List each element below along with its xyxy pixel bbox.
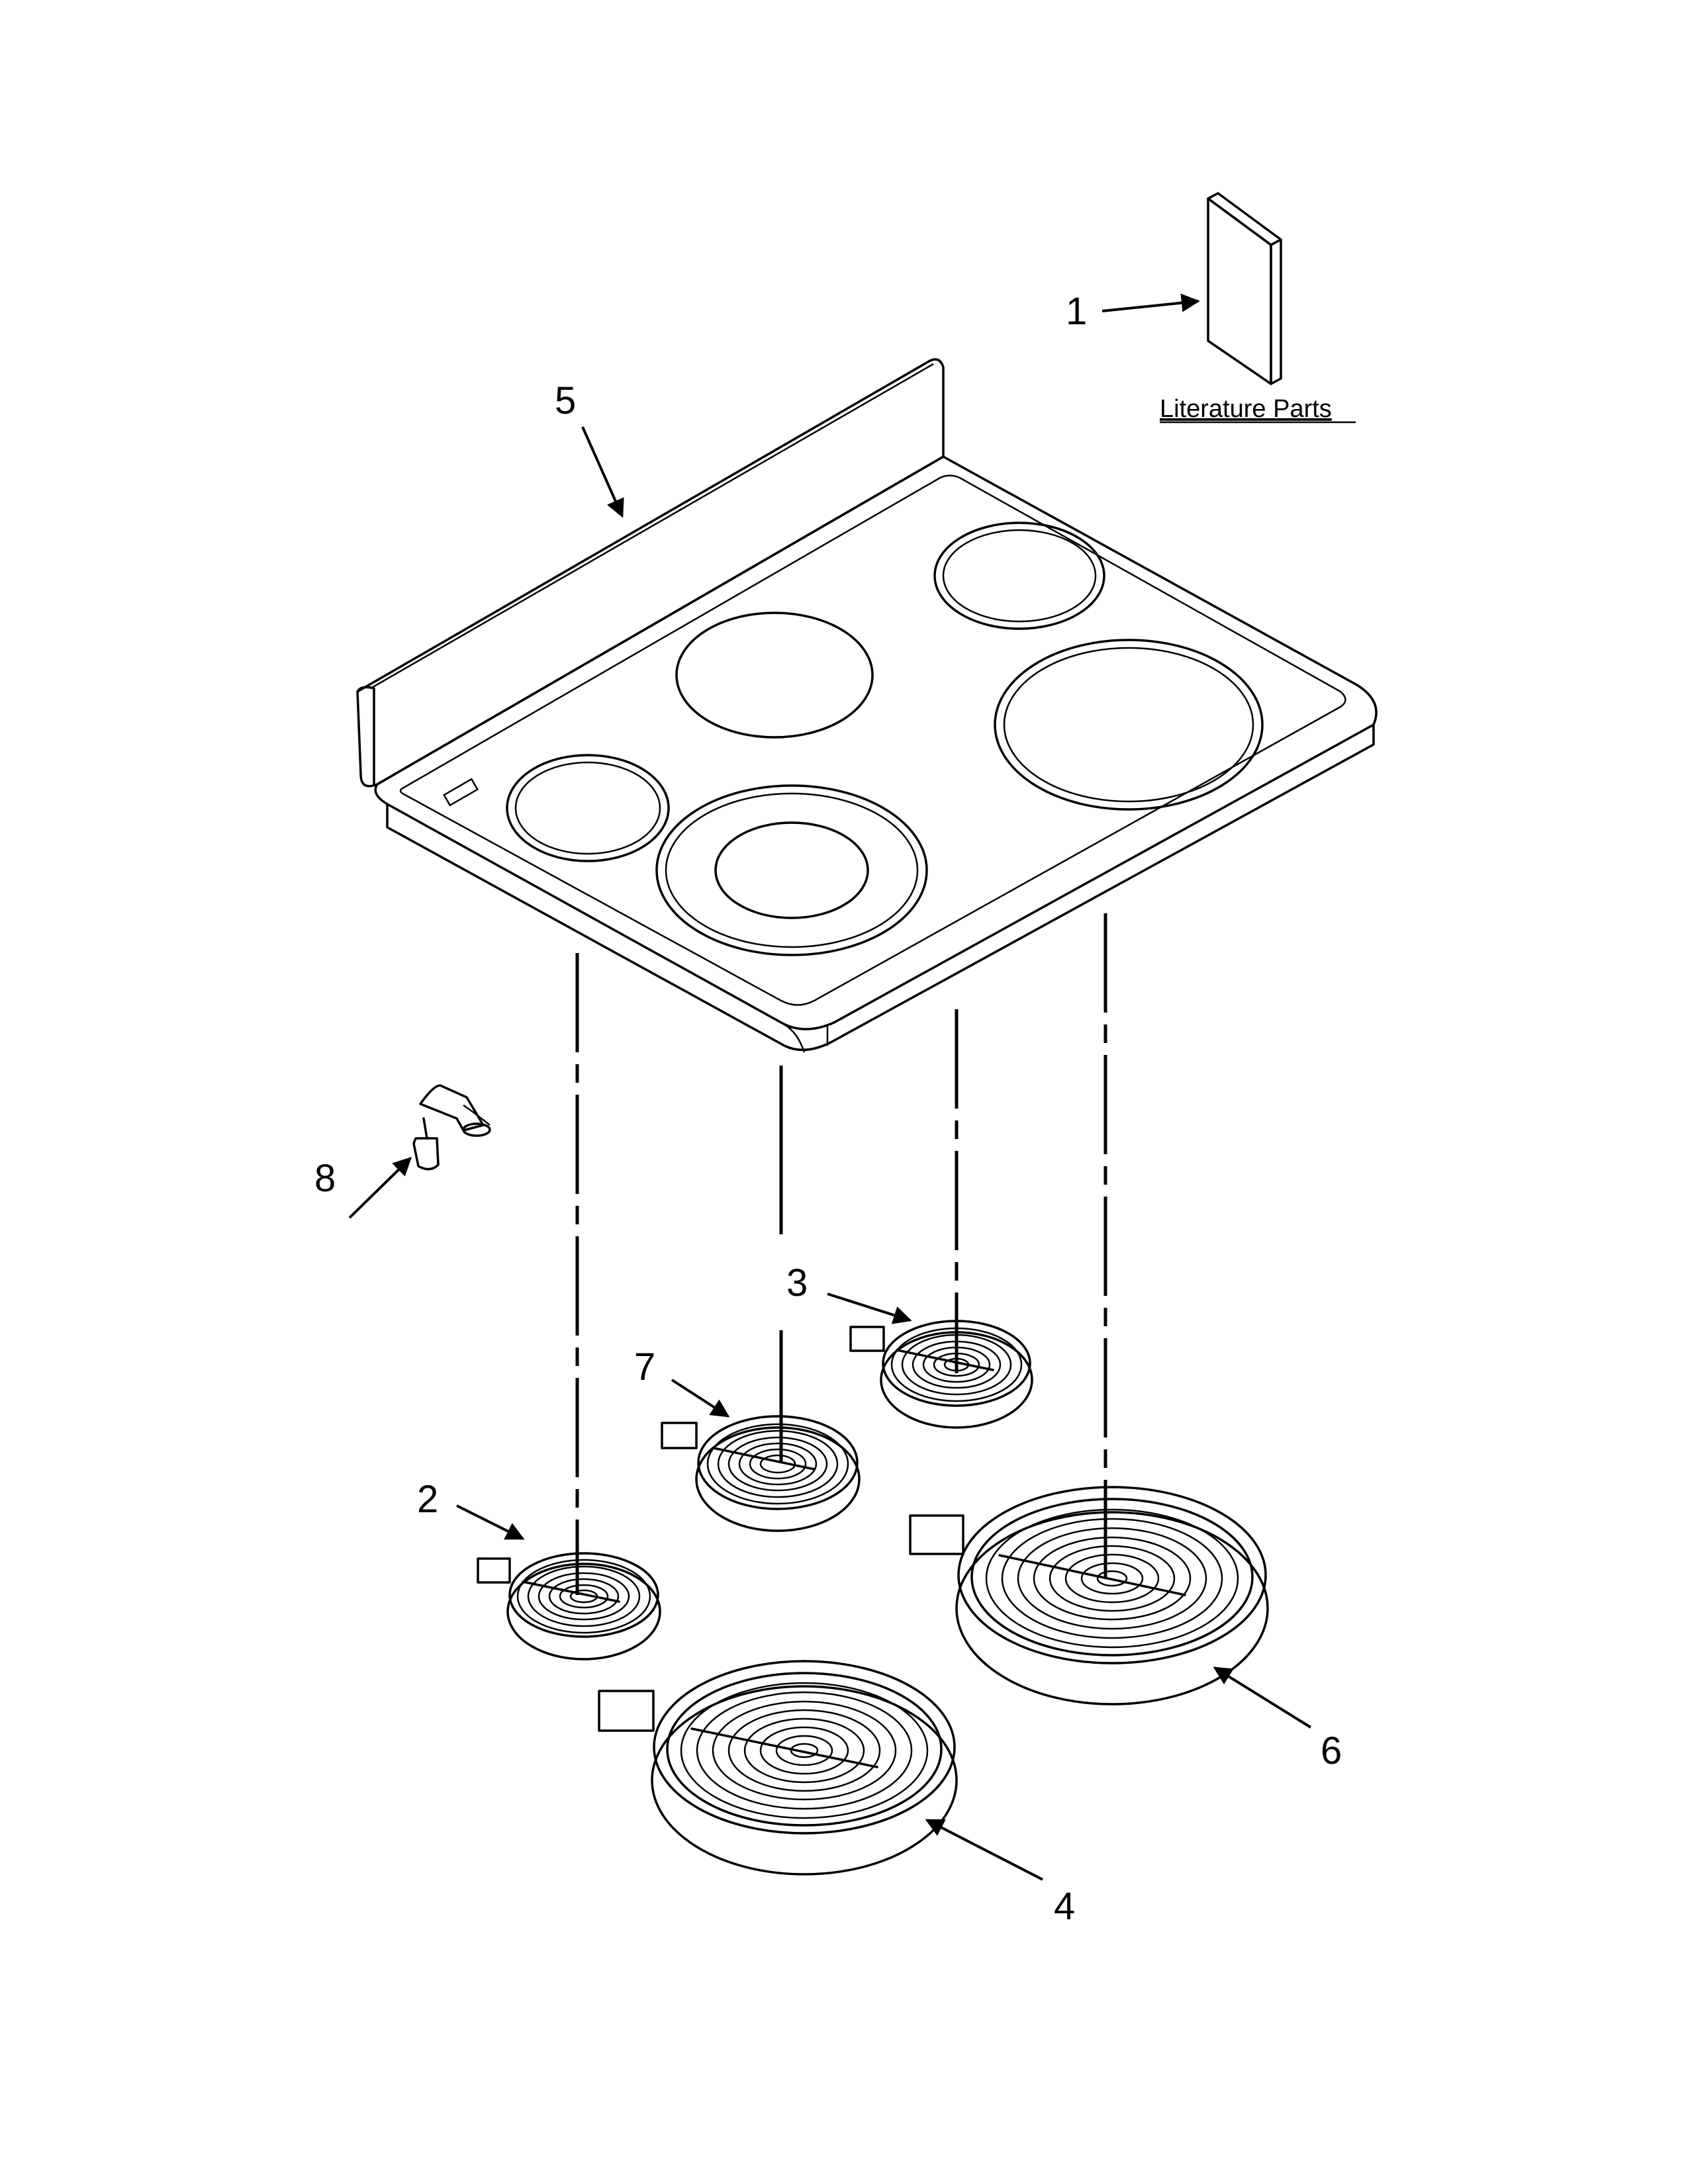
heating-element-4 [598, 1660, 958, 1876]
callout-5-arrow [581, 426, 624, 518]
callout-2-arrow [456, 1504, 525, 1540]
callout-1: 1 [1066, 290, 1087, 333]
callout-6: 6 [1321, 1729, 1342, 1772]
callout-1-arrow [1102, 293, 1200, 312]
cooktop-main-top [356, 358, 1378, 1053]
heating-element-3 [849, 1320, 1033, 1429]
callout-4: 4 [1054, 1885, 1075, 1928]
callout-6-arrow [1213, 1666, 1312, 1729]
switch-clip-part [412, 1084, 491, 1171]
callout-3: 3 [786, 1261, 808, 1304]
literature-parts-label: Literature Parts [1160, 395, 1332, 423]
callout-5: 5 [555, 379, 576, 422]
callout-7: 7 [634, 1345, 655, 1388]
heating-element-7 [661, 1415, 861, 1532]
callout-2: 2 [417, 1478, 438, 1521]
callout-8: 8 [314, 1157, 336, 1200]
callout-3-arrow [827, 1293, 912, 1324]
callout-7-arrow [671, 1379, 730, 1418]
heating-element-2 [477, 1552, 661, 1661]
callout-8-arrow [348, 1157, 412, 1219]
callout-4-arrow [925, 1819, 1043, 1881]
literature-booklet [1207, 192, 1282, 385]
heating-element-6 [909, 1486, 1269, 1706]
